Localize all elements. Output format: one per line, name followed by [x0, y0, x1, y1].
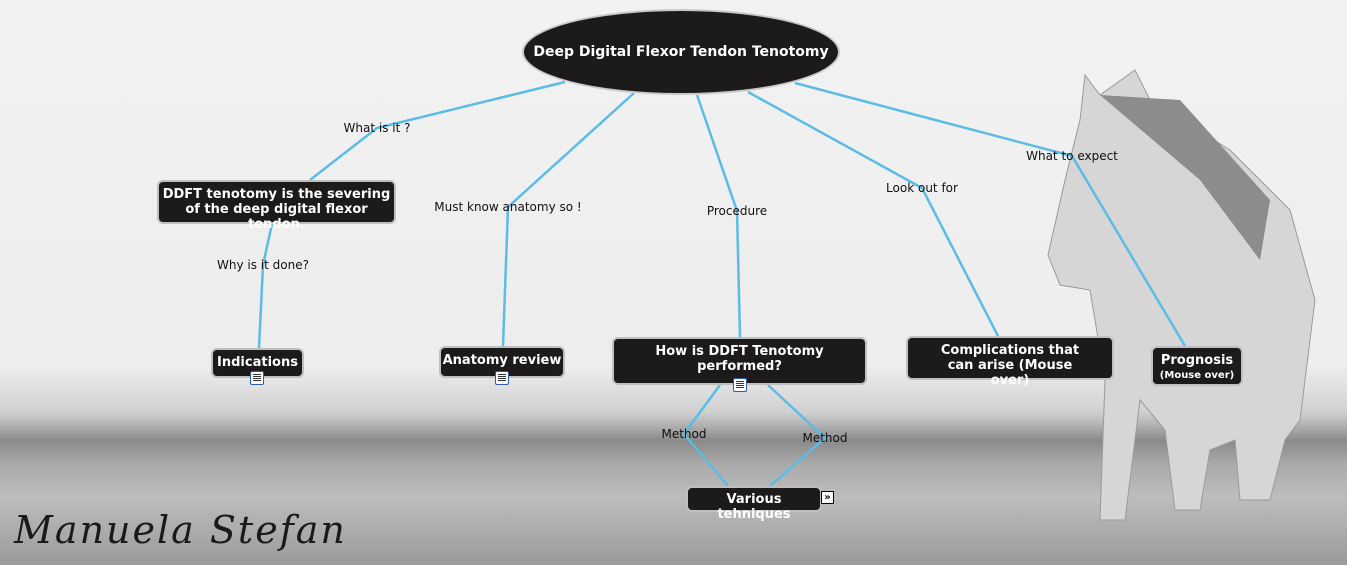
edge-what-expect — [794, 81, 1187, 347]
link-what-is-it: What is it ? — [343, 121, 411, 135]
document-icon[interactable] — [733, 378, 747, 392]
edge-procedure — [695, 94, 742, 338]
document-icon[interactable] — [250, 371, 264, 385]
prognosis-note: (Mouse over) — [1159, 370, 1235, 381]
concept-definition[interactable]: DDFT tenotomy is the severing of the dee… — [157, 180, 396, 232]
concept-prognosis[interactable]: Prognosis (Mouse over) — [1151, 346, 1243, 386]
edge-why-done — [257, 223, 274, 349]
signature: Manuela Stefan — [14, 508, 347, 552]
prognosis-label: Prognosis — [1160, 353, 1234, 368]
link-look-out: Look out for — [886, 181, 958, 195]
edge-look-out — [747, 90, 1000, 337]
horse-image — [1047, 69, 1316, 521]
edge-method-1 — [682, 384, 729, 487]
concept-techniques[interactable]: Various tehniques — [686, 486, 822, 522]
link-why-done: Why is it done? — [217, 258, 309, 272]
edge-what-is-it — [309, 80, 566, 181]
nested-map-icon[interactable]: » — [821, 491, 834, 504]
edge-method-2 — [767, 384, 827, 487]
main-concept[interactable]: Deep Digital Flexor Tendon Tenotomy — [522, 9, 840, 95]
link-method-2: Method — [802, 431, 848, 445]
concept-procedure[interactable]: How is DDFT Tenotomy performed? — [612, 337, 867, 385]
link-what-expect: What to expect — [1026, 149, 1118, 163]
link-procedure: Procedure — [706, 204, 768, 218]
document-icon[interactable] — [495, 371, 509, 385]
link-must-know: Must know anatomy so ! — [434, 200, 582, 214]
main-concept-label: Deep Digital Flexor Tendon Tenotomy — [533, 44, 829, 60]
edge-must-know — [501, 92, 635, 347]
link-method-1: Method — [661, 427, 707, 441]
concept-complications[interactable]: Complications that can arise (Mouse over… — [906, 336, 1114, 388]
